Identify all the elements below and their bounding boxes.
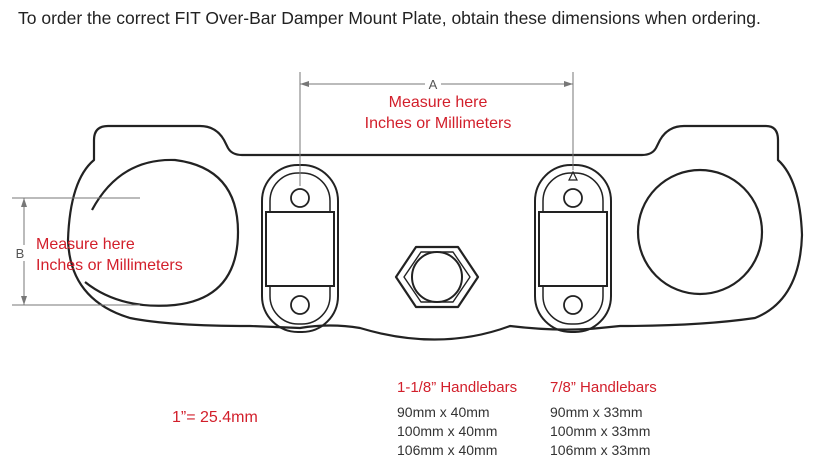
dimension-a-line1: Measure here (388, 94, 488, 111)
right-mount-post (534, 164, 612, 333)
handlebar-column-7-8: 7/8” Handlebars 90mm x 33mm 100mm x 33mm… (550, 379, 657, 460)
left-clamp-opening (84, 158, 240, 307)
dimension-b-letter: B (16, 246, 25, 261)
handlebar-title: 1-1/8” Handlebars (397, 379, 518, 396)
left-mount-post (261, 164, 339, 333)
dimension-b-line1: Measure here (36, 236, 135, 253)
handlebar-size: 90mm x 40mm (397, 404, 490, 420)
dimension-a-line2: Inches or Millimeters (364, 115, 512, 132)
handlebar-column-1-1-8: 1-1/8” Handlebars 90mm x 40mm 100mm x 40… (397, 379, 517, 460)
dimension-a-line (299, 72, 574, 186)
right-clamp-opening (636, 168, 764, 296)
inch-mm-conversion: 1”= 25.4mm (172, 409, 258, 426)
dimension-b-line (12, 197, 140, 306)
page-heading: To order the correct FIT Over-Bar Damper… (18, 8, 761, 28)
dimension-a-note: Measure here Inches or Millimeters (358, 92, 518, 134)
handlebar-title: 7/8” Handlebars (550, 379, 657, 396)
handlebar-size: 100mm x 33mm (550, 423, 651, 439)
handlebar-size: 100mm x 40mm (397, 423, 498, 439)
handlebar-size: 90mm x 33mm (550, 404, 643, 420)
plate-outline (66, 124, 804, 341)
dimension-b-line2: Inches or Millimeters (36, 257, 183, 274)
handlebar-size: 106mm x 33mm (550, 442, 651, 458)
dimension-b-note: Measure here Inches or Millimeters (36, 234, 183, 276)
handlebar-size: 106mm x 40mm (397, 442, 498, 458)
steering-stem-nut (394, 245, 480, 309)
dimension-a-letter: A (429, 77, 438, 92)
